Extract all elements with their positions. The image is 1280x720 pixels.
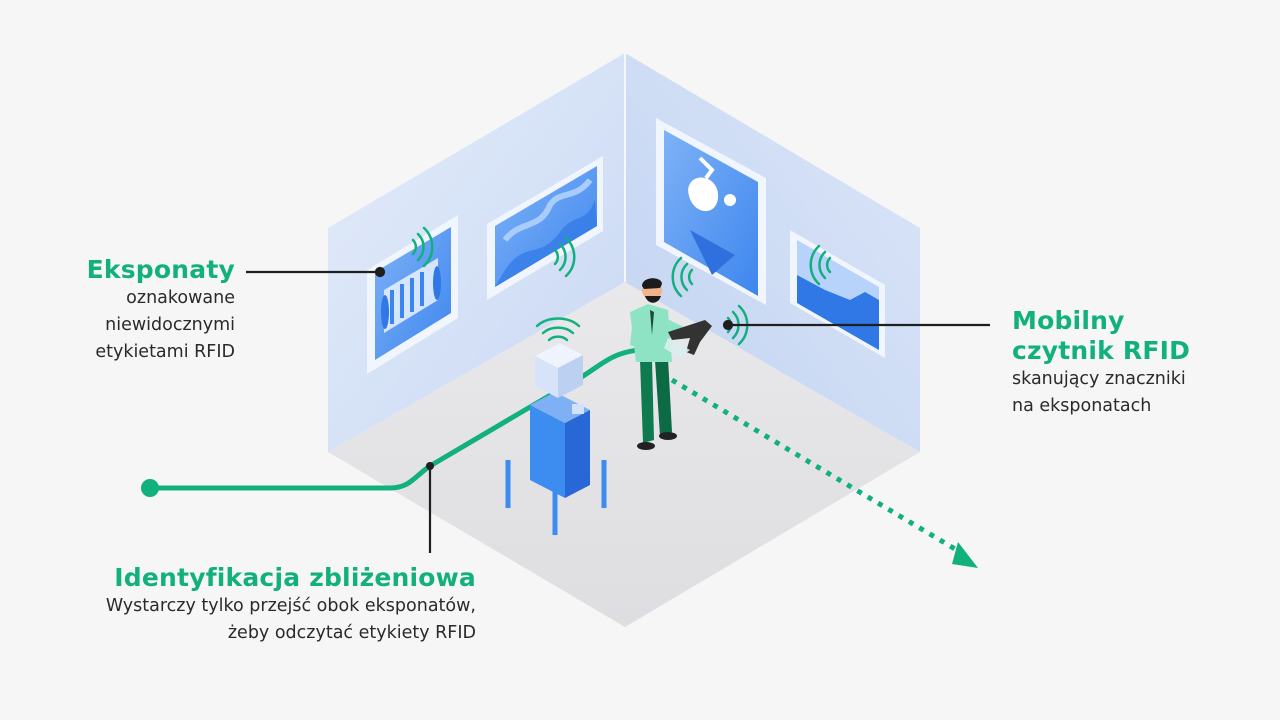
arrow-head-icon	[952, 542, 978, 568]
exhibits-desc-line-1: oznakowane	[126, 288, 235, 308]
proximity-title: Identyfikacja zbliżeniowa	[114, 563, 476, 592]
rfid-gate-icon	[505, 343, 607, 535]
reader-title-line-2: czytnik RFID	[1012, 336, 1191, 365]
person-icon	[630, 278, 712, 450]
reader-callout: Mobilny czytnik RFID skanujący znaczniki…	[1012, 306, 1262, 420]
leader-lines	[246, 266, 990, 553]
proximity-callout: Identyfikacja zbliżeniowa Wystarczy tylk…	[16, 563, 476, 647]
reader-desc-line-2: na eksponatach	[1012, 396, 1152, 416]
proximity-desc-line-1: Wystarczy tylko przejść obok eksponatów,	[105, 596, 476, 616]
exhibit-painting-comet	[656, 118, 766, 305]
exhibits-title: Eksponaty	[86, 255, 235, 284]
exhibits-callout: Eksponaty oznakowane niewidocznymi etyki…	[0, 255, 235, 366]
floor	[328, 282, 920, 627]
reader-desc-line-1: skanujący znaczniki	[1012, 369, 1186, 389]
reader-title-line-1: Mobilny	[1012, 306, 1125, 335]
proximity-desc-line-2: żeby odczytać etykiety RFID	[227, 623, 476, 643]
exhibit-painting-columns	[367, 215, 458, 374]
exhibits-desc-line-2: niewidocznymi	[105, 315, 235, 335]
exhibits-desc-line-3: etykietami RFID	[95, 342, 235, 362]
exhibit-painting-abstract	[487, 156, 603, 300]
rfid-signal-icon	[411, 226, 832, 346]
